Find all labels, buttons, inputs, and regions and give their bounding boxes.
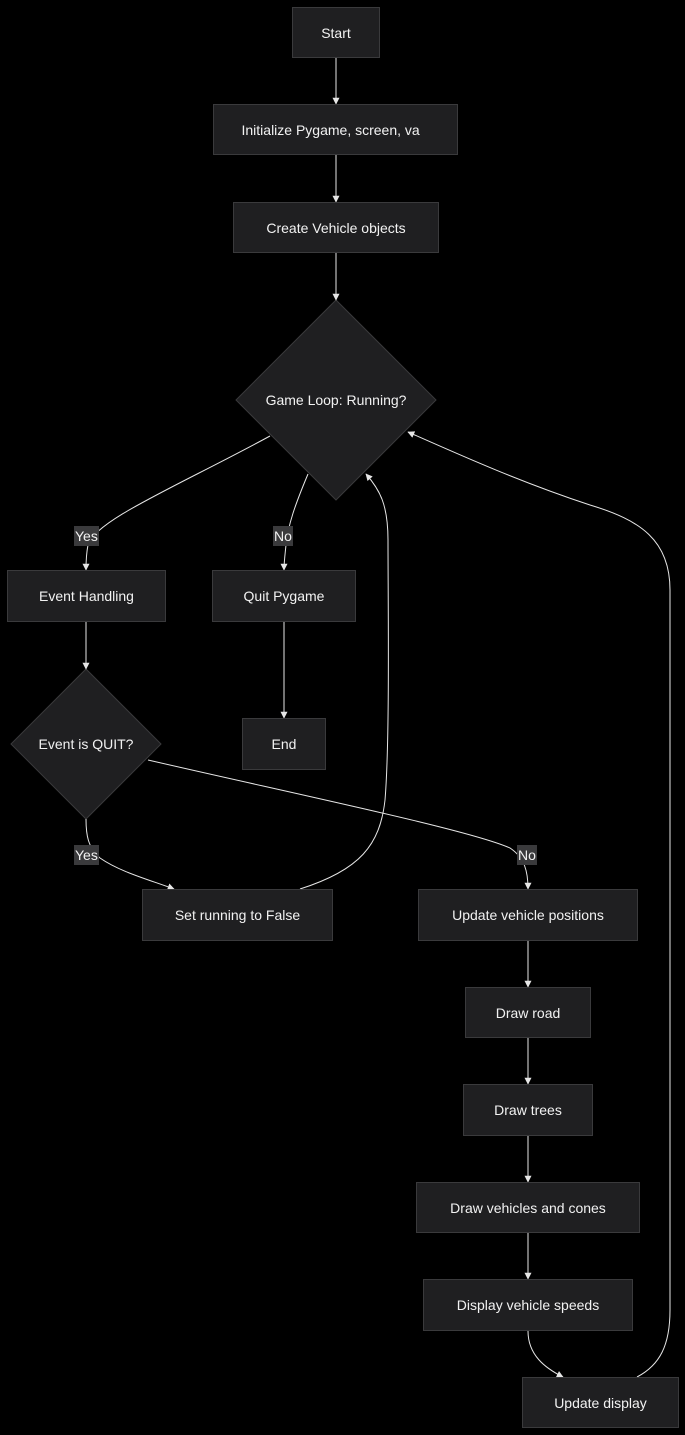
node-draw-trees: Draw trees	[463, 1084, 593, 1136]
edge-set-false-loop	[299, 473, 389, 890]
node-end-label: End	[271, 736, 297, 752]
edge-label-loop-no: No	[273, 526, 293, 546]
node-initialize: Initialize Pygame, screen, va	[213, 104, 458, 155]
node-quit-pygame: Quit Pygame	[212, 570, 356, 622]
edge-label-quit-no: No	[517, 845, 537, 865]
node-event-handling: Event Handling	[7, 570, 166, 622]
event-quit-label: Event is QUIT?	[38, 736, 134, 752]
node-update-display: Update display	[522, 1377, 679, 1428]
node-display-speeds: Display vehicle speeds	[423, 1279, 633, 1331]
edge-event-quit-update-positions	[147, 759, 532, 890]
node-event-handling-label: Event Handling	[39, 588, 134, 604]
node-initialize-label: Initialize Pygame, screen, va	[241, 121, 420, 138]
node-quit-pygame-label: Quit Pygame	[243, 588, 325, 604]
node-update-positions-label: Update vehicle positions	[452, 907, 604, 923]
edge-loop-quit-pygame	[280, 473, 309, 571]
game-loop-diamond	[235, 299, 437, 501]
edge-update-display-loop	[407, 431, 671, 1378]
edge-display-speeds-update-display	[527, 1330, 564, 1378]
node-draw-vehicles: Draw vehicles and cones	[416, 1182, 640, 1233]
node-update-positions: Update vehicle positions	[418, 889, 638, 941]
edge-event-quit-set-false	[85, 818, 175, 891]
edge-label-loop-yes: Yes	[74, 526, 99, 546]
game-loop-label: Game Loop: Running?	[265, 392, 407, 408]
node-create-vehicles: Create Vehicle objects	[233, 202, 439, 253]
node-update-display-label: Update display	[554, 1394, 647, 1411]
edge-loop-event-handling	[82, 435, 271, 571]
node-set-running-false: Set running to False	[142, 889, 333, 941]
node-draw-vehicles-label: Draw vehicles and cones	[450, 1199, 606, 1216]
node-draw-road: Draw road	[465, 987, 591, 1038]
node-draw-road-label: Draw road	[495, 1004, 561, 1021]
node-create-vehicles-label: Create Vehicle objects	[266, 219, 406, 236]
node-set-running-false-label: Set running to False	[174, 907, 301, 923]
node-display-speeds-label: Display vehicle speeds	[456, 1297, 600, 1313]
node-draw-trees-label: Draw trees	[494, 1102, 562, 1118]
node-end: End	[242, 718, 326, 770]
node-start: Start	[292, 7, 380, 58]
node-start-label: Start	[321, 24, 351, 41]
edge-label-quit-yes: Yes	[74, 845, 99, 865]
